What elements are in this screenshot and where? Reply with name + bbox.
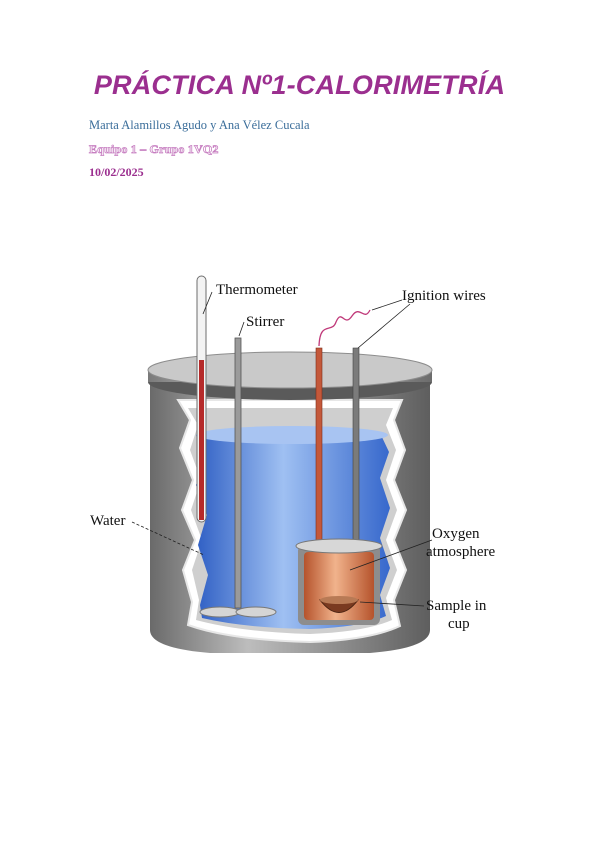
leader-water [131,521,205,556]
authors: Marta Alamillos Agudo y Ana Vélez Cucala [89,118,310,132]
label-thermometer: Thermometer [216,282,298,298]
leader-ignition-wire-a [371,299,403,311]
stirrer-rod [234,337,242,609]
label-atmosphere: atmosphere [426,544,495,560]
stirrer-blade-right [235,606,277,618]
document-date: 10/02/2025 [89,165,144,179]
ignition-wire-coil [318,309,371,347]
document-title: PRÁCTICA Nº1-CALORIMETRÍA [93,70,506,100]
oxygen-chamber [304,552,374,620]
label-oxygen: Oxygen [432,526,480,542]
label-stirrer: Stirrer [246,314,284,330]
leader-sample [359,601,425,607]
sample [320,596,358,604]
label-ignition-wires: Ignition wires [402,288,486,304]
calorimeter-figure: Thermometer Stirrer Ignition wires Water… [80,270,520,680]
bomb-lid [295,538,383,554]
ignition-wire-left [315,347,323,549]
water-surface [196,426,388,444]
leader-thermometer [202,291,213,315]
calorimeter-diagram: Thermometer Stirrer Ignition wires Water… [90,275,495,653]
stirrer-blade-left [199,606,241,618]
leader-stirrer [238,321,245,337]
thermometer-fluid [199,360,204,520]
team-info: Equipo 1 – Grupo 1VQ2 [89,142,219,157]
leader-oxygen [349,539,433,571]
label-water: Water [90,513,125,529]
label-sample: Sample in [426,598,487,614]
lid-top [147,351,433,389]
ignition-wire-right [352,347,360,549]
leader-ignition-wire-b [357,303,411,349]
label-cup: cup [448,616,470,632]
